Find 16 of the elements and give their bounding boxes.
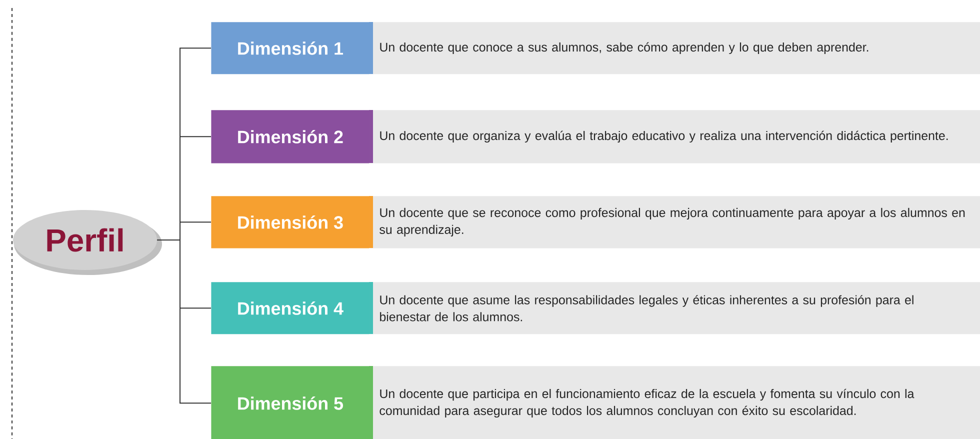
dimension-box: Dimensión 3 [211,196,370,248]
node-label: Dimensión 3 [238,216,343,229]
node-label: Dimensión 4 [238,302,344,315]
dimension-box: Dimensión 5 [211,366,370,439]
description-box: Un docente que participa en el funcionamiento eficaz de la escuela y fomenta su vínculo con la comunidad para asegurar que todos los alumnos concluyan con éxito su escolaridad. [369,366,980,439]
dimension-box: Dimensión 2 [211,110,370,164]
node-label: Dimensión 1 [238,42,344,55]
description-box: Un docente que organiza y evalúa el trabajo educativo y realiza una intervención didáctica pertinente. [369,110,980,164]
description-box: Un docente que conoce a sus alumnos, sabe cómo aprenden y lo que deben aprender. [369,22,980,74]
node-label: Dimensión 5 [238,396,344,410]
node-label: Dimensión 2 [238,130,343,144]
description-box: Un docente que se reconoce como profesional que mejora continuamente para apoyar a los alumnos en su aprendizaje. [369,196,980,248]
description-box: Un docente que asume las responsabilidades legales y éticas inherentes a su profesión para el bienestar de los alumnos. [369,282,980,334]
connector-line [156,239,212,404]
dimension-box: Dimensión 4 [211,282,370,334]
dimension-box: Dimensión 1 [211,22,370,74]
